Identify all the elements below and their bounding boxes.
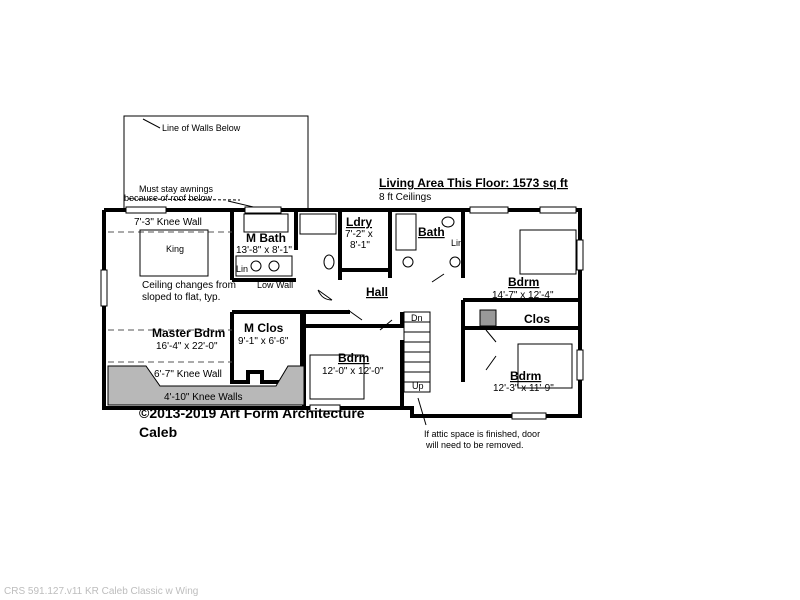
attic-leader <box>417 397 427 426</box>
header-subtitle: 8 ft Ceilings <box>379 192 431 203</box>
plan-name: Caleb <box>139 424 177 440</box>
knee-wall-area <box>107 365 305 406</box>
attic-note-2: will need to be removed. <box>425 440 524 450</box>
sink <box>250 260 262 272</box>
bedroom-upper-right-dims: 14'-7" x 12'-4" <box>492 290 554 301</box>
walls-below-leader <box>142 118 161 129</box>
bedroom-lower-right-name: Bdrm <box>510 369 541 383</box>
door-swing <box>485 329 497 371</box>
window <box>244 206 282 214</box>
stair-down-label: Dn <box>411 313 423 323</box>
low-wall-label: Low Wall <box>257 280 293 290</box>
awnings-leader <box>127 198 241 201</box>
header-title: Living Area This Floor: 1573 sq ft <box>379 176 568 190</box>
master-bath-name: M Bath <box>246 231 286 245</box>
bedroom-center-name: Bdrm <box>338 351 369 365</box>
shower <box>299 213 337 235</box>
bed <box>517 343 573 389</box>
window <box>100 269 108 307</box>
vanity <box>235 255 293 277</box>
hall-name: Hall <box>366 285 388 299</box>
sink <box>402 256 414 268</box>
note-awnings-2: because of roof below <box>124 193 213 203</box>
bedroom-lower-right-dims: 12'-3" x 11'-9" <box>493 383 554 394</box>
window <box>511 412 547 420</box>
sink <box>268 260 280 272</box>
window <box>125 206 167 214</box>
master-bath-dims: 13'-8" x 8'-1" <box>236 245 292 256</box>
bath-name: Bath <box>418 225 445 239</box>
master-bedroom-name: Master Bdrm <box>152 326 225 340</box>
note-awnings-1: Must stay awnings <box>139 184 214 194</box>
attic-note-1: If attic space is finished, door <box>424 429 540 439</box>
master-bedroom-dims: 16'-4" x 22'-0" <box>156 341 218 352</box>
knee-walls-bottom-label: 4'-10" Knee Walls <box>164 392 242 403</box>
master-closet-dims: 9'-1" x 6'-6" <box>238 336 289 347</box>
window <box>539 206 577 214</box>
knee-wall-middle-label: 6'-7" Knee Wall <box>154 369 222 380</box>
linen-label-master: Lin <box>236 264 248 274</box>
exterior-wall <box>102 208 582 418</box>
king-bed-label: King <box>166 244 184 254</box>
bedroom-upper-right-name: Bdrm <box>508 275 539 289</box>
linen-label-bath: Lin <box>451 238 463 248</box>
closet-box <box>479 309 497 327</box>
bed <box>519 229 577 275</box>
door-swing <box>317 289 333 301</box>
ceiling-note-1: Ceiling changes from <box>142 280 236 291</box>
laundry-dims-2: 8'-1" <box>350 240 370 251</box>
walls-below-outline <box>123 115 309 209</box>
laundry-dims-1: 7'-2" x <box>345 229 373 240</box>
window <box>469 206 509 214</box>
toilet <box>323 254 335 270</box>
door-swing <box>431 273 445 283</box>
stair-treads <box>404 321 430 383</box>
master-closet-name: M Clos <box>244 321 284 335</box>
wall <box>304 312 404 328</box>
window <box>576 239 584 271</box>
sink <box>449 256 461 268</box>
tub-bath <box>395 213 417 251</box>
door-swing <box>347 309 393 331</box>
bed <box>309 354 365 400</box>
bathtub <box>243 213 289 233</box>
ceiling-note-2: sloped to flat, typ. <box>142 292 220 303</box>
copyright-text: ©2013-2019 Art Form Architecture <box>139 405 365 421</box>
knee-wall-top-label: 7'-3" Knee Wall <box>134 217 202 228</box>
window <box>309 404 341 412</box>
stair-up-label: Up <box>412 381 424 391</box>
bedroom-center-dims: 12'-0" x 12'-0" <box>322 366 384 377</box>
footer-caption: CRS 591.127.v11 KR Caleb Classic w Wing <box>4 586 198 597</box>
note-line-of-walls-below: Line of Walls Below <box>162 123 241 133</box>
window <box>576 349 584 381</box>
bed-king <box>139 229 209 277</box>
toilet <box>441 216 455 228</box>
closet-name: Clos <box>524 312 550 326</box>
laundry-name: Ldry <box>346 215 372 229</box>
